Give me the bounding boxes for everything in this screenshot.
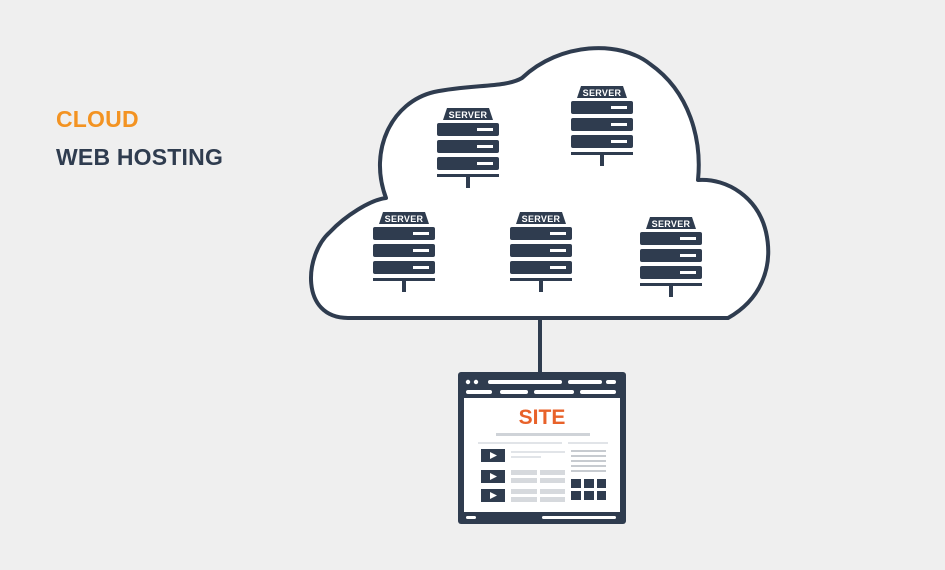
server-icon: SERVER xyxy=(571,86,633,166)
server-label: SERVER xyxy=(385,214,424,224)
heading-web-hosting: WEB HOSTING xyxy=(56,144,224,170)
video-row xyxy=(481,449,565,462)
video-row xyxy=(481,489,565,502)
server-label: SERVER xyxy=(652,219,691,229)
server-icon: SERVER xyxy=(437,108,499,188)
play-icon xyxy=(490,452,497,459)
server-label: SERVER xyxy=(522,214,561,224)
play-icon xyxy=(490,492,497,499)
play-icon xyxy=(490,473,497,480)
heading-cloud: CLOUD xyxy=(56,106,139,132)
video-row xyxy=(481,470,565,483)
server-icon: SERVER xyxy=(640,217,702,297)
server-icon: SERVER xyxy=(373,212,435,292)
browser-window-icon: SITE xyxy=(458,372,626,524)
thumbnail-grid xyxy=(571,479,606,500)
server-label: SERVER xyxy=(583,88,622,98)
site-title: SITE xyxy=(519,406,566,429)
server-icon: SERVER xyxy=(510,212,572,292)
diagram-heading: CLOUD WEB HOSTING xyxy=(56,100,223,176)
server-label: SERVER xyxy=(449,110,488,120)
